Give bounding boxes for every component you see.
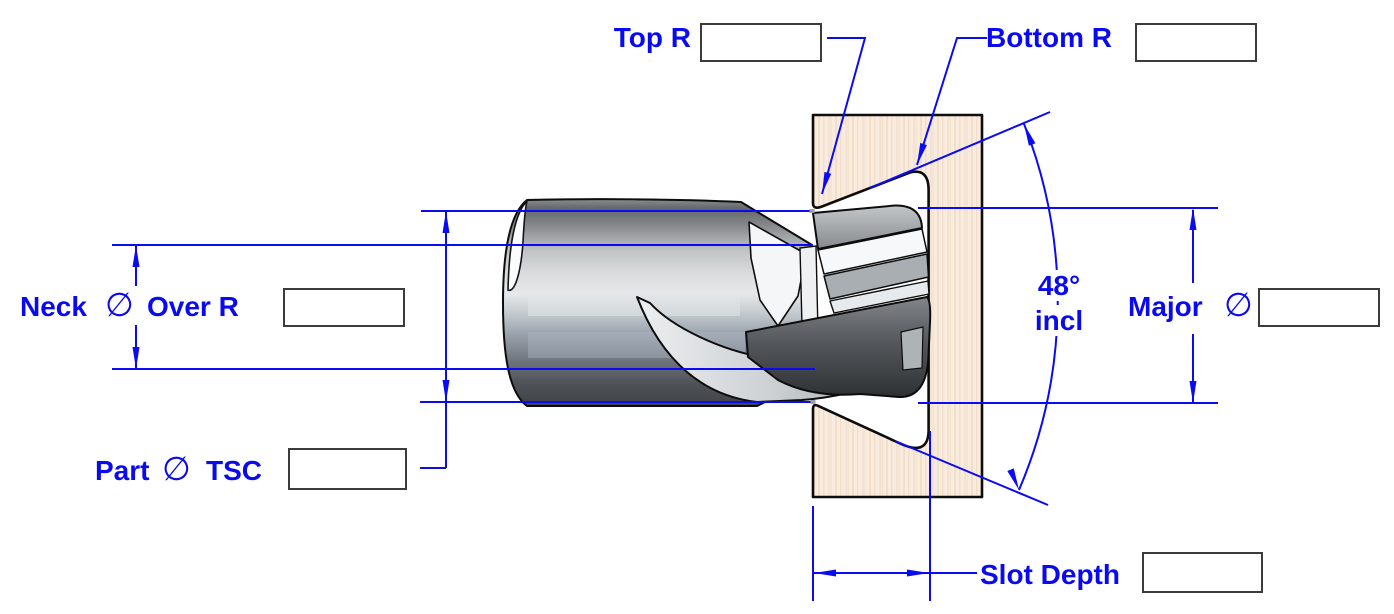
leader-bottom-r xyxy=(916,37,987,166)
slot-depth-input[interactable] xyxy=(1142,552,1263,593)
workpiece-block xyxy=(811,113,984,499)
included-angle-qualifier: incl xyxy=(1027,305,1091,336)
neck-dia-label-suffix: Over R xyxy=(147,291,239,322)
neck-dia-input[interactable] xyxy=(283,288,405,327)
dim-neck-diameter xyxy=(132,245,140,369)
neck-diameter-symbol: ∅ xyxy=(105,286,134,323)
part-dia-label-suffix: TSC xyxy=(206,455,262,486)
neck-dia-label-prefix: Neck xyxy=(20,291,87,322)
dim-slot-depth xyxy=(812,431,977,601)
top-r-label: Top R xyxy=(613,22,691,53)
part-dia-label-prefix: Part xyxy=(95,455,150,486)
cutter-tool xyxy=(502,198,932,407)
part-diameter-symbol: ∅ xyxy=(162,450,191,487)
cutter-tooth-top xyxy=(812,204,923,250)
tangent-dot-top xyxy=(809,209,815,213)
cutter-tooth-bottom-highlight xyxy=(900,326,924,371)
major-diameter-symbol: ∅ xyxy=(1224,286,1253,323)
top-r-input[interactable] xyxy=(700,23,822,62)
part-dia-tsc-input[interactable] xyxy=(288,448,407,490)
major-dia-label: Major xyxy=(1128,291,1203,322)
included-angle-value: 48° xyxy=(1027,270,1091,301)
cutter-tooth-band-mid xyxy=(823,253,930,300)
shank-highlight-band xyxy=(528,296,740,316)
cutter-tooth-band-bright xyxy=(829,280,930,314)
major-dia-input[interactable] xyxy=(1258,288,1380,327)
bottom-r-input[interactable] xyxy=(1135,23,1257,62)
tangent-dot-bottom xyxy=(810,400,816,404)
cutter-tooth-band-light xyxy=(817,228,928,275)
dim-part-diameter xyxy=(420,211,450,469)
leader-top-r xyxy=(821,37,867,195)
bottom-r-label: Bottom R xyxy=(986,22,1112,53)
cutter-tooth-bottom xyxy=(745,296,932,399)
dim-major-diameter xyxy=(1189,208,1197,403)
slot-depth-label: Slot Depth xyxy=(980,559,1120,590)
